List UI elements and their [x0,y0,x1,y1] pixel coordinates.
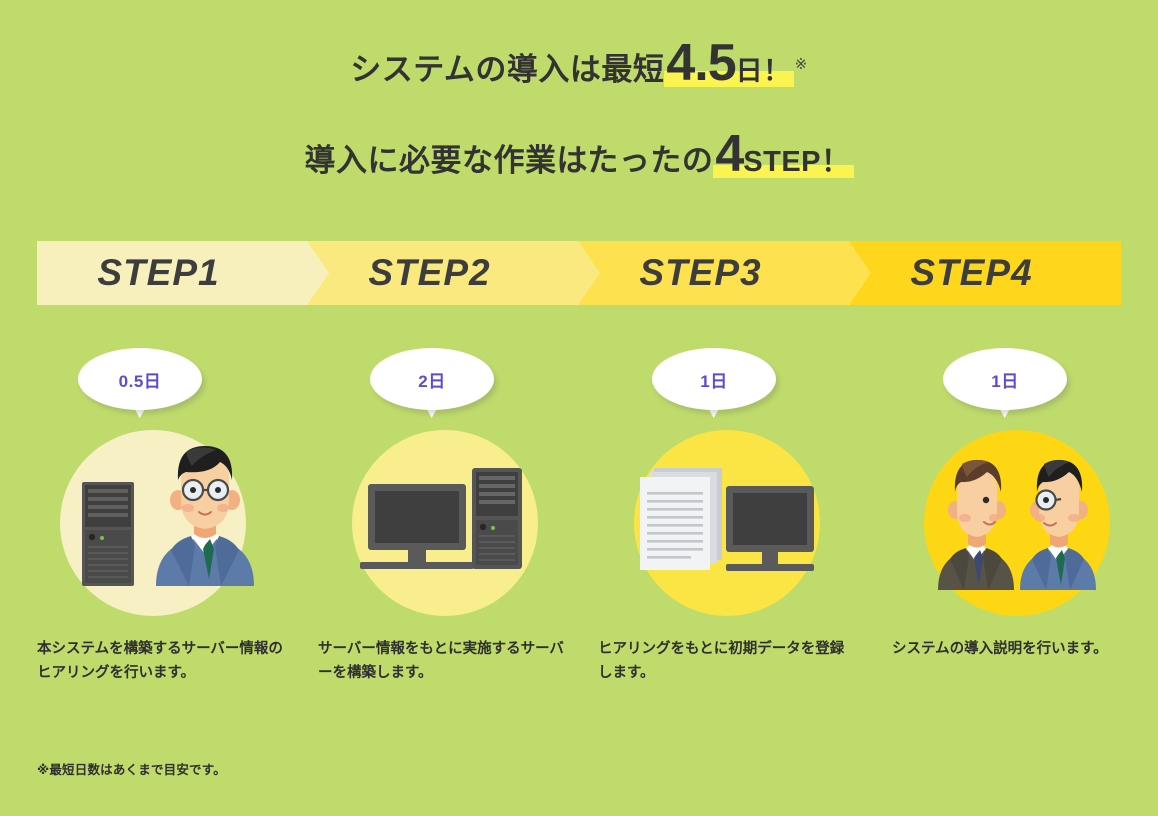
step-segment-4: STEP4 [850,241,1121,305]
step-segment-2: STEP2 [308,241,600,305]
duration-bubble-2-wrap: 2日 [296,348,572,424]
duration-bubble-2: 2日 [370,348,494,410]
duration-bubble-3: 1日 [652,348,776,410]
two-people-meeting-icon [938,459,1096,590]
duration-bubble-1-wrap: 0.5日 [16,348,292,424]
duration-bubble-4-label: 1日 [991,371,1019,391]
duration-bubble-3-label: 1日 [700,371,728,391]
desktop-computer-and-tower-icon [360,468,522,569]
headline-primary: システムの導入は最短4.5日！※ [0,37,1158,94]
headline-secondary: 導入に必要な作業はたったの4STEP！ [0,128,1158,185]
illustration-server-and-person [60,430,254,616]
headline-primary-number: 4.5 [666,34,736,92]
step-segment-1: STEP1 [37,241,329,305]
step-column-4: 1日 [866,348,1142,662]
duration-bubble-3-wrap: 1日 [580,348,856,424]
illustration-documents-and-monitor [634,430,820,616]
step-segment-3-background [579,241,850,305]
headline-primary-lead: システムの導入は最短 [350,52,665,87]
headline-primary-unit: 日！ [735,56,791,86]
step-caption-3: ヒアリングをもとに初期データを登録します。 [598,641,845,681]
headline-secondary-number: 4 [715,125,744,183]
illustration-two-people-meeting [924,430,1110,616]
step-segment-3: STEP3 [579,241,871,305]
step-column-3: 1日 [580,348,856,686]
step-caption-1: 本システムを構築するサーバー情報のヒアリングを行います。 [37,641,283,681]
duration-bubble-1: 0.5日 [78,348,202,410]
step-segment-1-background [37,241,308,305]
step-segment-4-label: STEP4 [910,252,1033,293]
footnote: ※最短日数はあくまで目安です。 [37,763,226,777]
duration-bubble-1-label: 0.5日 [118,371,162,391]
duration-bubble-4-wrap: 1日 [866,348,1142,424]
step-segment-2-background [308,241,579,305]
headline-secondary-unit: STEP！ [743,146,851,178]
illustration-desktop-and-tower [352,430,538,616]
step-caption-2: サーバー情報をもとに実施するサーバーを構築します。 [318,641,564,681]
documents-and-monitor-icon [640,468,814,571]
step-banner: STEP1 STEP2 STEP3 STEP4 [37,241,1121,305]
step-segment-3-label: STEP3 [639,252,762,293]
headline-secondary-lead: 導入に必要な作業はたったの [304,143,714,178]
headline-primary-asterisk: ※ [794,55,808,73]
step-segment-2-label: STEP2 [368,252,491,293]
step-segment-1-label: STEP1 [97,252,220,293]
server-and-person-icon [82,446,254,586]
step-column-2: 2日 [296,348,572,686]
duration-bubble-2-label: 2日 [418,371,446,391]
step-segment-4-background [850,241,1121,305]
duration-bubble-4: 1日 [943,348,1067,410]
step-caption-4: システムの導入説明を行います。 [892,641,1108,657]
step-column-1: 0.5日 [16,348,292,686]
